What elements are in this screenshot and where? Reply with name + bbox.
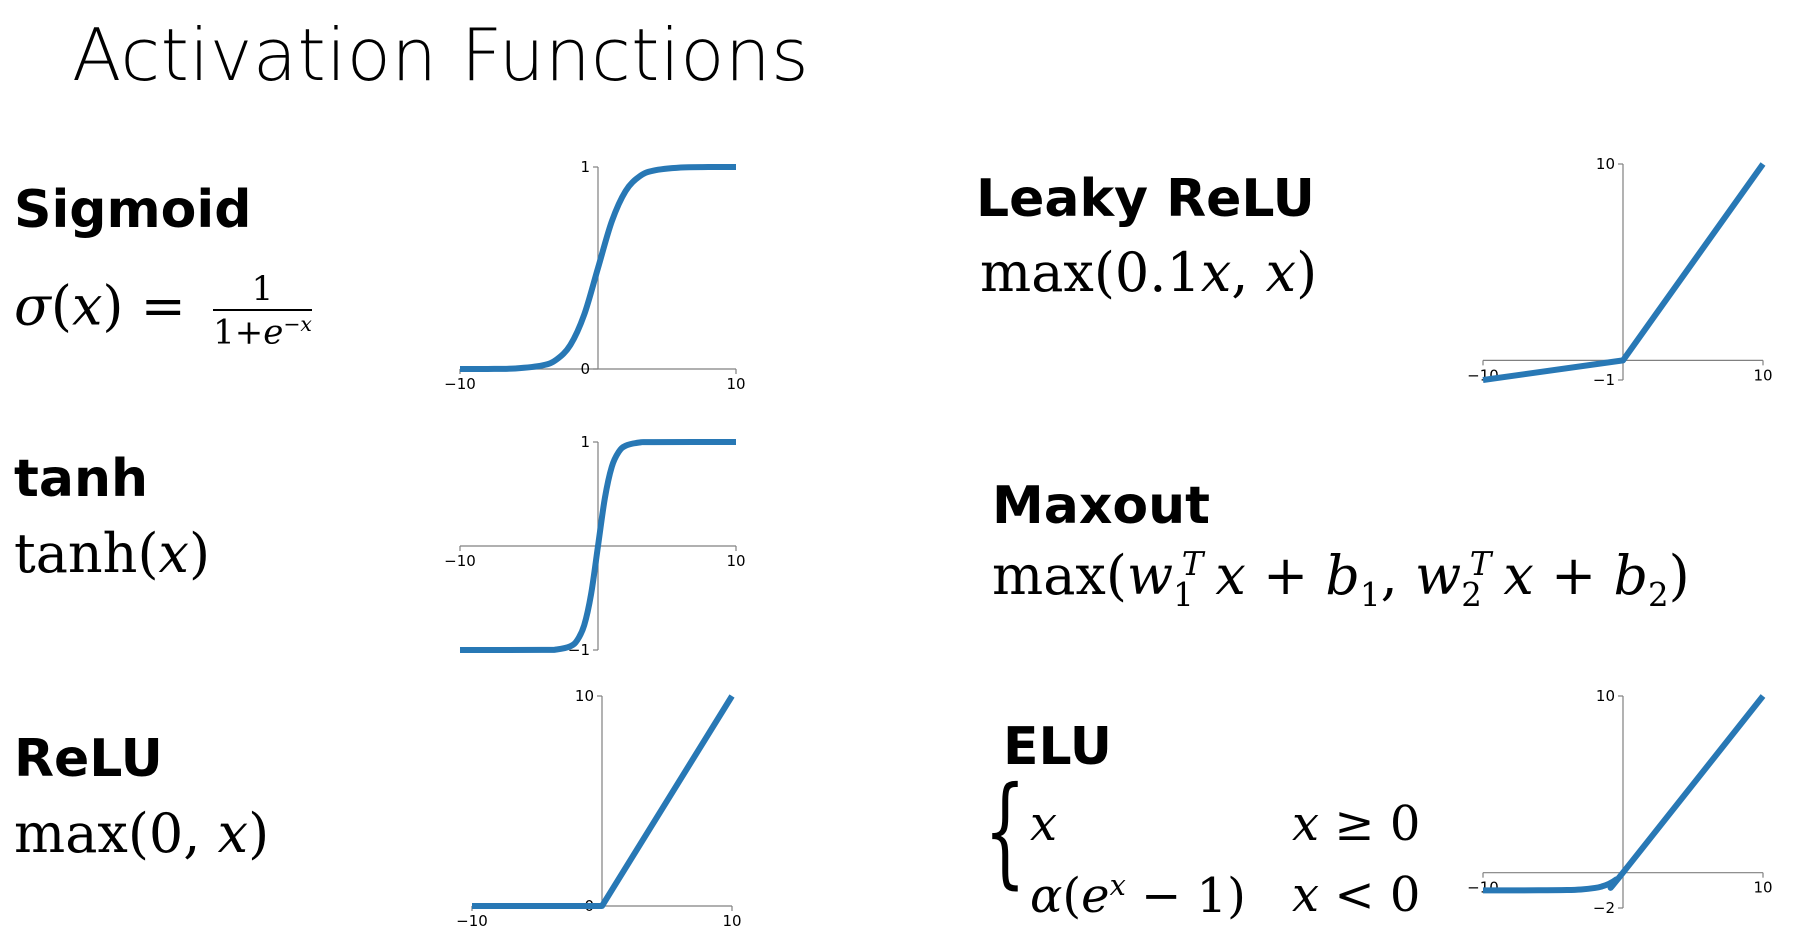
relu-name: ReLU bbox=[14, 729, 163, 789]
y-tick-label: 10 bbox=[1596, 687, 1615, 705]
elu-name: ELU bbox=[1003, 717, 1113, 777]
x-tick-label: 10 bbox=[1753, 879, 1772, 897]
x-tick-label: 10 bbox=[722, 912, 741, 930]
y-tick-label: 0 bbox=[580, 360, 590, 378]
elu-case1-expr: x bbox=[1030, 796, 1058, 852]
elu-case2-expr: α(ex − 1) bbox=[1030, 868, 1246, 924]
elu-case1-cond: x ≥ 0 bbox=[1292, 796, 1421, 852]
x-tick-label: 10 bbox=[726, 375, 745, 393]
y-tick-label: −1 bbox=[1593, 371, 1615, 389]
x-tick-label: −10 bbox=[444, 552, 476, 570]
x-tick-label: −10 bbox=[444, 375, 476, 393]
x-tick-label: −10 bbox=[1467, 366, 1499, 384]
leaky-relu-formula: max(0.1x, x) bbox=[980, 241, 1318, 304]
y-tick-label: 1 bbox=[580, 433, 590, 451]
elu-case2-cond: x < 0 bbox=[1292, 867, 1421, 923]
y-tick-label: 10 bbox=[575, 687, 594, 705]
y-tick-label: 1 bbox=[580, 158, 590, 176]
leaky-relu-name: Leaky ReLU bbox=[976, 169, 1315, 229]
page-title: Activation Functions bbox=[72, 13, 810, 97]
tanh-formula: tanh(x) bbox=[14, 522, 211, 585]
x-tick-label: 10 bbox=[1753, 366, 1772, 384]
series-line bbox=[459, 439, 737, 653]
series-line bbox=[459, 164, 737, 372]
sigmoid-name: Sigmoid bbox=[14, 180, 252, 240]
x-tick-label: −10 bbox=[456, 912, 488, 930]
series-line bbox=[1482, 162, 1766, 383]
sigmoid-chart: −10 10 0 1 bbox=[444, 158, 745, 393]
tanh-name: tanh bbox=[14, 449, 148, 509]
elu-brace: { bbox=[984, 762, 1026, 901]
x-tick-label: 10 bbox=[726, 552, 745, 570]
leaky-relu-chart: −10 10 −1 10 bbox=[1467, 155, 1772, 389]
series-line bbox=[472, 694, 735, 909]
y-tick-label: −2 bbox=[1593, 899, 1615, 917]
maxout-name: Maxout bbox=[992, 476, 1210, 536]
y-tick-label: 10 bbox=[1596, 155, 1615, 173]
series-line bbox=[1482, 694, 1766, 894]
relu-formula: max(0, x) bbox=[14, 802, 270, 865]
